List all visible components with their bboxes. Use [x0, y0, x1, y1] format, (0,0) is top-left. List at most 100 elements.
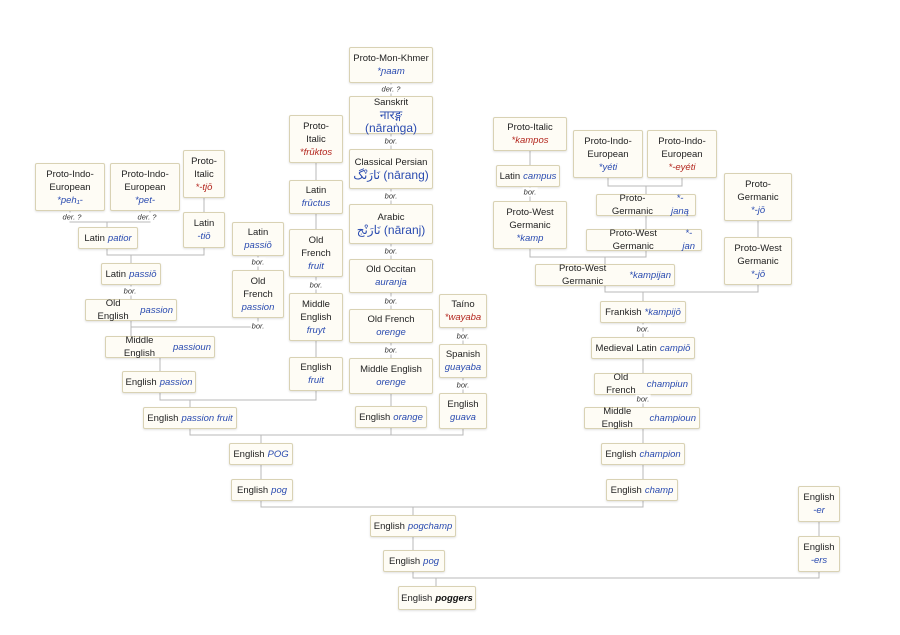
node-language: English — [388, 555, 421, 567]
node-language: Spanish — [445, 349, 481, 360]
node-term[interactable]: नारङ्ग (nāraṅga) — [364, 107, 418, 135]
node-term[interactable]: *-janą — [670, 193, 689, 217]
node-term[interactable]: -er — [813, 505, 825, 516]
node-term[interactable]: campiō — [659, 342, 691, 354]
node-term[interactable]: pogchamp — [407, 520, 453, 532]
node-term[interactable]: passiō — [129, 268, 157, 280]
edge-label: bor. — [635, 324, 651, 334]
node-language: Old French — [367, 314, 415, 325]
node-term[interactable]: *kampijō — [644, 306, 681, 318]
node-term[interactable]: champioun — [649, 412, 696, 424]
node-term[interactable]: orenge — [376, 377, 406, 388]
connector-line — [604, 285, 759, 293]
node-term[interactable]: نَارَنْج (nāranj) — [356, 223, 426, 237]
node-term[interactable]: *-eyéti — [668, 161, 696, 173]
node-term[interactable]: passion — [159, 376, 193, 388]
node-term[interactable]: fruyt — [306, 324, 326, 336]
node-term[interactable]: *kamp — [516, 232, 544, 244]
node-term[interactable]: -tiō — [197, 231, 211, 242]
node-language: Middle English — [601, 406, 633, 430]
node-term[interactable]: fruit — [308, 375, 324, 386]
node-term[interactable]: *-tjō — [195, 181, 213, 193]
node-term[interactable]: champ — [644, 484, 674, 496]
node-term[interactable]: pog — [271, 484, 288, 496]
edge-label: bor. — [308, 280, 324, 290]
node-pwg-kamp: Proto-West Germanic*kamp — [493, 201, 567, 249]
node-language: Middle English — [360, 364, 422, 375]
node-term[interactable]: champiun — [646, 378, 688, 390]
node-term[interactable]: POG — [267, 448, 289, 460]
node-term[interactable]: *yéti — [598, 161, 618, 173]
node-term[interactable]: *peh₁- — [57, 194, 83, 206]
node-term[interactable]: *-jō — [750, 268, 766, 280]
node-term[interactable]: pog — [423, 555, 440, 567]
node-term[interactable]: passion — [140, 304, 173, 316]
edge-label: der. ? — [380, 84, 402, 94]
edge-label: bor. — [250, 321, 266, 331]
node-term[interactable]: auranja — [375, 277, 407, 288]
node-term[interactable]: fruit — [308, 260, 324, 272]
node-english-ers: English-ers — [798, 536, 840, 572]
node-language: Proto- Germanic — [737, 178, 779, 203]
node-term[interactable]: *kampos — [511, 135, 549, 146]
node-term[interactable]: patior — [107, 232, 132, 244]
node-term[interactable]: *pet- — [134, 194, 156, 206]
node-language: Classical Persian — [354, 157, 428, 168]
node-taino: Taíno*wayaba — [439, 294, 487, 328]
connector-line — [529, 249, 647, 258]
node-language: English — [610, 484, 642, 496]
node-term[interactable]: *ɲaam — [377, 66, 405, 77]
node-term[interactable]: champion — [639, 448, 681, 460]
node-term[interactable]: campus — [523, 170, 557, 182]
node-term[interactable]: *frūktos — [299, 146, 333, 158]
node-pg-jo: Proto- Germanic*-jō — [724, 173, 792, 221]
node-language: English — [125, 376, 157, 388]
node-language: Proto-West Germanic — [558, 263, 607, 287]
node-term[interactable]: passioun — [172, 341, 211, 353]
node-term[interactable]: *-jan — [682, 228, 696, 252]
node-term[interactable]: orange — [393, 411, 423, 423]
node-term[interactable]: passion — [241, 301, 275, 313]
node-term[interactable]: *wayaba — [444, 312, 482, 323]
node-term[interactable]: frūctus — [301, 198, 331, 209]
node-language: Latin — [247, 227, 269, 238]
node-term[interactable]: passiō — [244, 240, 272, 251]
node-language: Proto-Germanic — [611, 193, 654, 217]
node-language: English — [300, 362, 332, 373]
node-language: English — [233, 448, 265, 460]
node-term[interactable]: -ers — [810, 555, 828, 566]
node-term[interactable]: guayaba — [444, 362, 482, 373]
node-term[interactable]: passion fruit — [181, 412, 233, 424]
connector-line — [159, 391, 317, 401]
node-language: Proto- Italic — [191, 155, 217, 180]
node-language: Arabic — [377, 212, 405, 223]
node-language: Sanskrit — [373, 96, 409, 108]
node-pg-jana: Proto-Germanic *-janą — [596, 193, 696, 217]
node-language: Proto-West Germanic — [609, 228, 657, 252]
node-term[interactable]: poggers — [435, 592, 473, 604]
node-language: Proto-West Germanic — [506, 206, 554, 231]
node-latin-passio-b: Latin passiō — [232, 222, 284, 256]
node-term[interactable]: guava — [450, 412, 476, 423]
node-language: Proto-Italic — [507, 122, 553, 133]
connector-line — [106, 248, 205, 256]
node-term[interactable]: *-jō — [750, 204, 766, 216]
connector-line — [189, 429, 464, 436]
node-term[interactable]: orenge — [376, 327, 406, 338]
node-term[interactable]: نَارَنْگ (nārang) — [353, 168, 429, 182]
node-term[interactable]: *kampijan — [629, 269, 671, 281]
edge-label: bor. — [383, 246, 399, 256]
node-old-french-orenge: Old French orenge — [349, 309, 433, 343]
node-language: Medieval Latin — [595, 342, 657, 354]
